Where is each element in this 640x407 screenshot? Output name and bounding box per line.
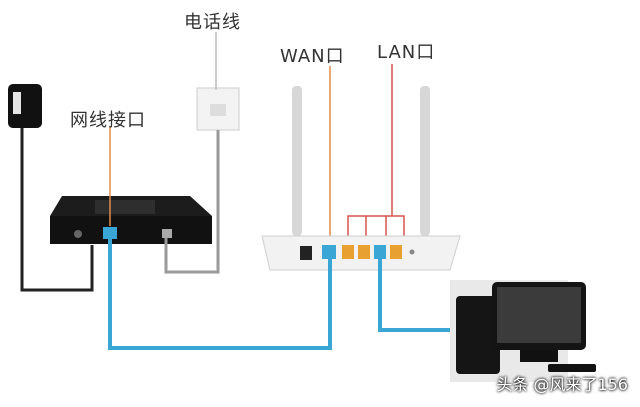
power-cable (20, 128, 94, 292)
phone-line-label: 电话线 (184, 12, 241, 33)
router (261, 86, 461, 271)
modem (50, 196, 212, 244)
wan-port-label: WAN口 (280, 46, 345, 67)
desktop-computer (450, 280, 596, 382)
lan-to-pc-cable (378, 259, 456, 332)
phone-wall-socket (196, 87, 240, 131)
watermark: 头条 @风来了156 (496, 375, 628, 394)
modem-to-wan-cable (108, 236, 332, 350)
power-adapter (8, 84, 42, 128)
phone-cable (164, 130, 220, 274)
lan-port-label: LAN口 (377, 42, 436, 63)
network-port-label: 网线接口 (70, 110, 146, 131)
